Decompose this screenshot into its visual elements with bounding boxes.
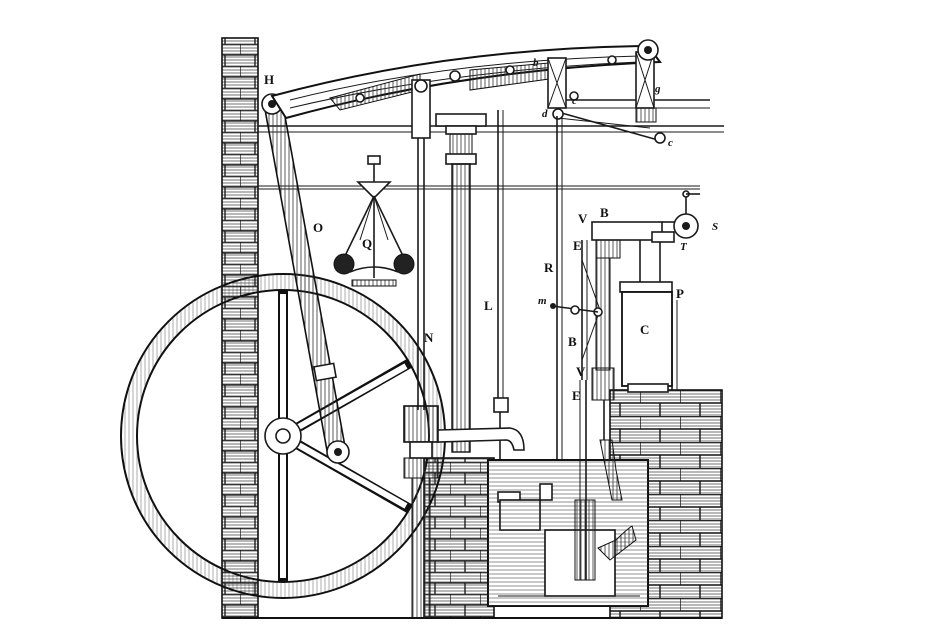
governor-Q xyxy=(333,155,415,287)
label-P: P xyxy=(676,286,684,301)
label-O: O xyxy=(313,220,323,235)
label-E-lower: E xyxy=(572,388,581,403)
label-b: b xyxy=(533,57,539,69)
throttle-valve-S xyxy=(651,190,700,243)
label-g: g xyxy=(654,83,661,95)
label-E-upper: E xyxy=(573,238,582,253)
label-c-upper: c xyxy=(572,95,577,107)
label-C: C xyxy=(640,322,649,337)
cistern xyxy=(487,459,649,607)
label-B-lower: B xyxy=(568,334,577,349)
label-B-upper: B xyxy=(600,205,609,220)
label-S: S xyxy=(712,221,718,233)
label-Q: Q xyxy=(362,236,372,251)
label-d: d xyxy=(542,108,548,120)
label-R: R xyxy=(544,260,554,275)
rod-L xyxy=(493,110,509,490)
pump-rod-N xyxy=(411,79,431,410)
label-T: T xyxy=(680,241,688,253)
left-brick-wall xyxy=(221,37,259,619)
diagram-labels: H b g c d c O Q V B E S T R m N L P C B … xyxy=(264,57,718,403)
main-beam xyxy=(270,44,662,120)
label-N: N xyxy=(424,330,434,345)
central-column xyxy=(435,113,487,453)
frame-rails xyxy=(258,99,724,190)
parallel-motion xyxy=(547,39,666,144)
label-m: m xyxy=(538,295,547,307)
valve-gear xyxy=(550,221,663,580)
label-V-lower: V xyxy=(576,364,586,379)
water-pump xyxy=(403,405,525,619)
rod-R xyxy=(556,116,563,490)
flywheel xyxy=(120,273,446,599)
label-L: L xyxy=(484,298,493,313)
label-H: H xyxy=(264,72,274,87)
label-c-lower: c xyxy=(668,137,673,149)
steam-cylinder-C xyxy=(619,240,678,393)
label-V-upper: V xyxy=(578,211,588,226)
